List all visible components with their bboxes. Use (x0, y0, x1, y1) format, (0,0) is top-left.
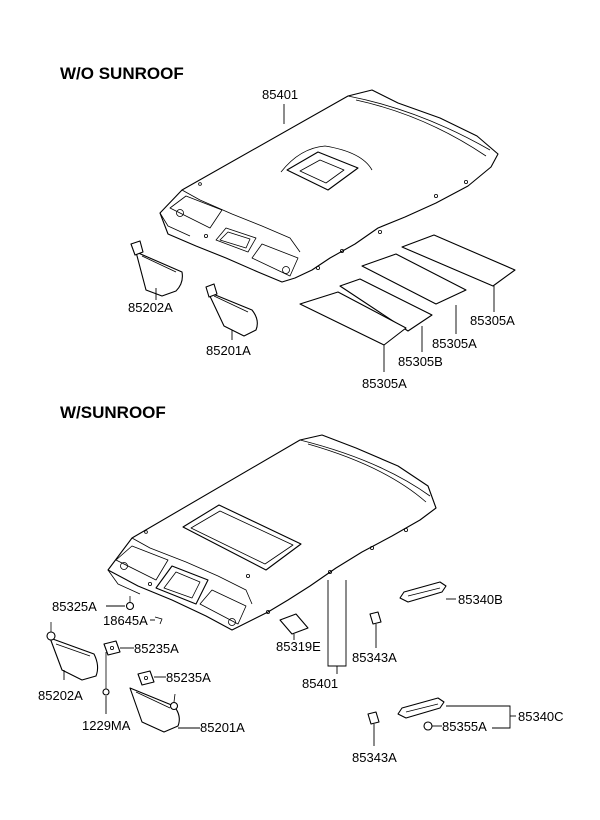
headliner-with-sunroof (107, 434, 437, 631)
label-85355A: 85355A (442, 719, 487, 734)
label-85343A-top: 85343A (352, 650, 397, 665)
clip-18645A (154, 616, 163, 625)
label-85401-headliner: 85401 (262, 87, 298, 102)
visor-holder-1 (103, 640, 121, 656)
sun-visor-right-sunroof (129, 687, 180, 733)
label-1229MA: 1229MA (82, 718, 131, 733)
label-85235A-1: 85235A (134, 641, 179, 656)
label-18645A: 18645A (103, 613, 148, 628)
roof-pad-2 (339, 278, 433, 332)
section-title-without-sunroof: W/O SUNROOF (60, 64, 184, 83)
label-85305A-pad-mid: 85305A (432, 336, 477, 351)
label-85340C: 85340C (518, 709, 564, 724)
roof-pad-4 (401, 234, 516, 287)
bolt-85325A (125, 596, 135, 611)
label-85201A-visor-sunroof: 85201A (200, 720, 245, 735)
sun-visor-left-sunroof (46, 622, 99, 681)
pad-85319E (279, 613, 309, 635)
label-85305B-pad: 85305B (398, 354, 443, 369)
label-85340B: 85340B (458, 592, 503, 607)
label-85319E: 85319E (276, 639, 321, 654)
sun-visor-right (205, 283, 258, 337)
grip-handle-85340B (399, 581, 447, 603)
cap-85343A-bottom (367, 711, 380, 725)
grip-handle-85340C (397, 697, 445, 719)
section-title-with-sunroof: W/SUNROOF (60, 403, 166, 422)
screw-1229MA (102, 652, 110, 696)
clip-85355A (423, 721, 433, 731)
label-85343A-bottom: 85343A (352, 750, 397, 765)
cap-85343A-top (369, 611, 382, 625)
label-85202A-visor-sunroof: 85202A (38, 688, 83, 703)
label-85305A-pad-right: 85305A (470, 313, 515, 328)
sun-visor-left (130, 240, 183, 297)
headliner-without-sunroof (159, 89, 499, 283)
label-85325A: 85325A (52, 599, 97, 614)
label-85401-headliner-sunroof: 85401 (302, 676, 338, 691)
label-85235A-2: 85235A (166, 670, 211, 685)
roof-pad-1 (299, 291, 407, 346)
label-85202A-visor: 85202A (128, 300, 173, 315)
visor-holder-2 (137, 670, 155, 686)
label-85201A-visor: 85201A (206, 343, 251, 358)
roof-pad-3 (361, 253, 467, 305)
label-85305A-pad-bottom: 85305A (362, 376, 407, 391)
